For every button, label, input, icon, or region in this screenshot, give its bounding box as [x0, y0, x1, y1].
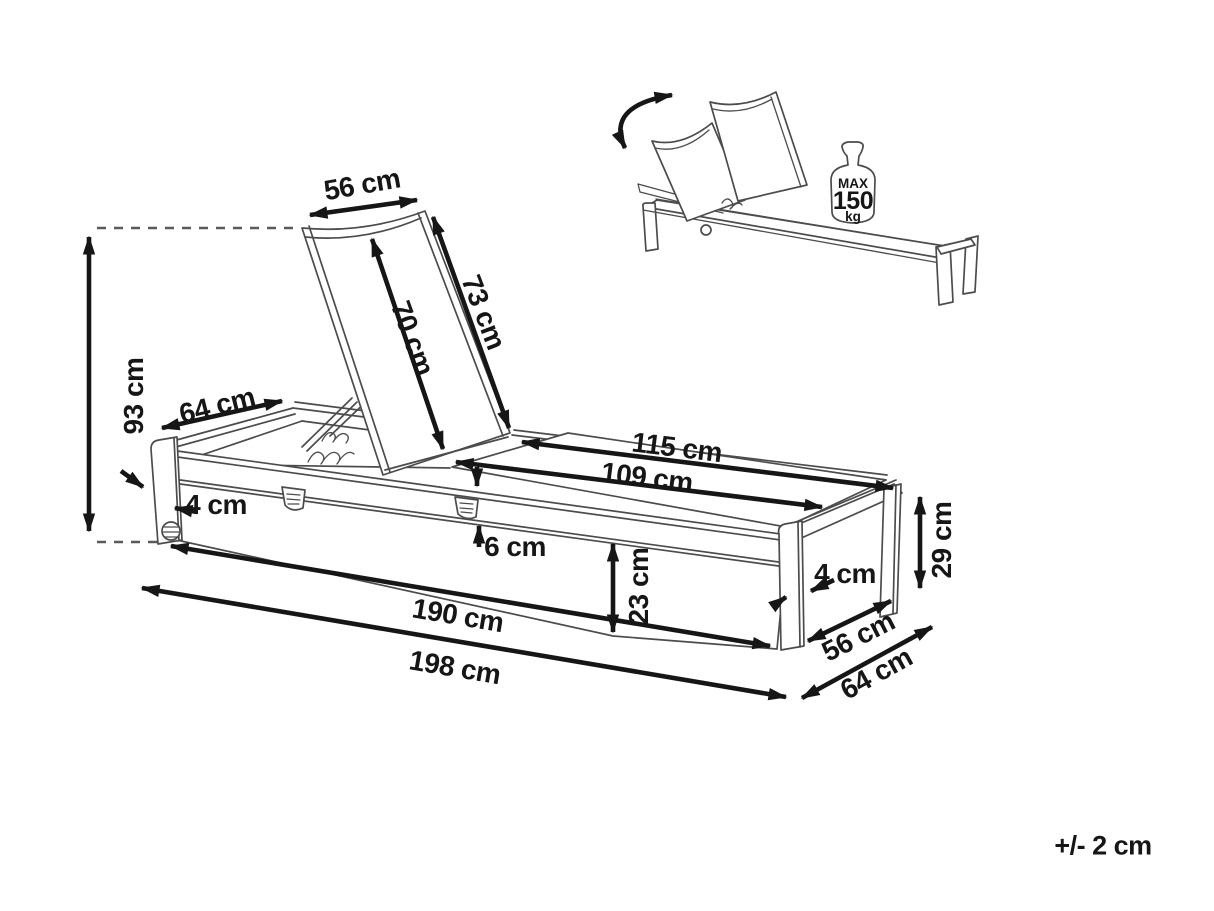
rail-height-label: 6 cm: [484, 531, 546, 562]
main-lounger-drawing: [150, 210, 903, 651]
dimension-frame-tube: 4 cm: [119, 469, 247, 520]
frame-tube-label: 4 cm: [185, 489, 247, 520]
head-width-label: 64 cm: [176, 381, 258, 430]
head-leg: [150, 436, 183, 545]
dimension-annotations: 93 cm 56 cm 73 cm 70 cm 64 cm 4 cm: [82, 162, 957, 705]
dimension-height: 93 cm: [82, 226, 298, 544]
total-length-label: 198 cm: [407, 644, 503, 690]
side-depth-label: 23 cm: [623, 548, 654, 625]
height-label: 93 cm: [118, 358, 149, 435]
max-weight-line2: 150: [833, 187, 873, 215]
dimension-backrest-width: 56 cm: [308, 162, 419, 219]
foot-end-frame: [777, 479, 903, 651]
max-weight-line1: MAX: [838, 176, 868, 191]
dimension-leg-tube: 4 cm: [768, 558, 876, 613]
inset-wheel-icon: [700, 224, 712, 236]
max-weight-line3: kg: [845, 209, 861, 224]
leg-tube-label: 4 cm: [814, 558, 876, 589]
inset-lounger: [637, 91, 979, 306]
recline-arrow-icon: [611, 91, 674, 150]
max-weight-icon: MAX 150 kg: [830, 141, 876, 224]
dimension-leg-height: 29 cm: [913, 495, 957, 590]
foot-leg-back: [879, 483, 902, 618]
recline-inset: MAX 150 kg: [611, 91, 979, 306]
tolerance-note: +/- 2 cm: [1054, 830, 1151, 860]
leg-height-label: 29 cm: [926, 502, 957, 579]
backrest-width-label: 56 cm: [321, 162, 402, 206]
